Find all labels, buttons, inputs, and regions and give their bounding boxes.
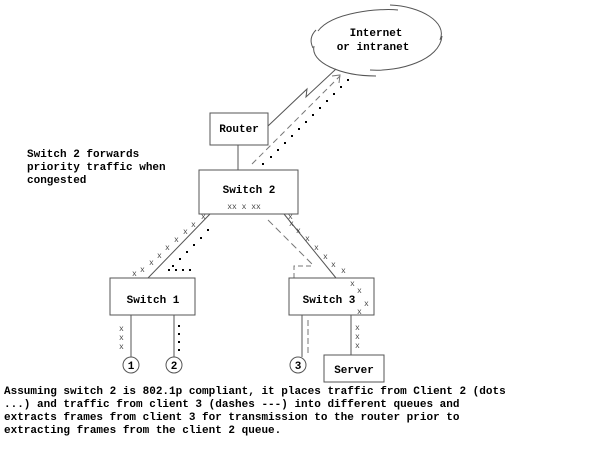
switch2-node (198, 169, 299, 215)
wan-link (267, 68, 337, 127)
svg-text:x: x (201, 213, 206, 222)
svg-text:x: x (132, 270, 137, 279)
server-traffic-marks-right: xxx xxx xx (288, 213, 346, 276)
svg-text:x: x (305, 235, 310, 244)
svg-text:x: x (323, 253, 328, 262)
server-traffic-marks-left: xxx xxx xxx (132, 213, 206, 279)
svg-text:x: x (183, 228, 188, 237)
client3-traffic-uplink (251, 75, 341, 165)
svg-text:x: x (140, 266, 145, 275)
svg-text:x: x (341, 267, 346, 276)
client3-label: 3 (295, 361, 302, 373)
caption: Assuming switch 2 is 802.1p compliant, i… (4, 386, 506, 437)
svg-text:x: x (296, 227, 301, 236)
router-node (209, 112, 269, 146)
switch3-node (288, 277, 375, 316)
client2-label: 2 (171, 361, 178, 373)
switch2-switch3-link (283, 213, 337, 279)
client3-node (289, 356, 307, 374)
client2-traffic-marks-down (178, 325, 180, 351)
svg-text:x: x (119, 343, 124, 352)
router-label: Router (219, 124, 259, 136)
svg-text:x: x (119, 334, 124, 343)
client1-label: 1 (128, 361, 135, 373)
cloud-label-line1: Internet (350, 28, 403, 40)
side-note: Switch 2 forwards priority traffic when … (27, 149, 166, 187)
server-traffic-marks-switch3: xxx x (350, 280, 369, 317)
svg-text:x: x (157, 252, 162, 261)
svg-text:x: x (355, 342, 360, 351)
client2-traffic-marks-left (168, 229, 209, 271)
svg-text:x: x (288, 213, 293, 222)
svg-text:x: x (191, 221, 196, 230)
switch2-label: Switch 2 (223, 185, 276, 197)
switch3-label: Switch 3 (303, 295, 356, 307)
svg-text:x: x (174, 236, 179, 245)
server-traffic-marks-client1: xxx (119, 325, 124, 352)
switch2-switch1-link (147, 213, 211, 279)
svg-text:x: x (119, 325, 124, 334)
svg-text:x: x (350, 280, 355, 289)
server-traffic-marks-server: xxx (355, 324, 360, 351)
server-node (323, 354, 385, 383)
svg-text:x: x (331, 261, 336, 270)
arrowhead-icon (331, 74, 341, 84)
svg-text:x: x (355, 333, 360, 342)
svg-text:x: x (149, 259, 154, 268)
client2-node (165, 356, 183, 374)
client3-traffic-bend (293, 265, 311, 278)
switch1-node (109, 277, 196, 316)
svg-text:x: x (357, 308, 362, 317)
server-label: Server (334, 365, 374, 377)
svg-text:x: x (355, 324, 360, 333)
svg-text:x: x (289, 220, 294, 229)
cloud-label-line2: or intranet (337, 42, 410, 54)
client2-traffic-uplink (262, 79, 349, 165)
internet-cloud (310, 4, 443, 77)
switch1-label: Switch 1 (127, 295, 180, 307)
client1-node (122, 356, 140, 374)
svg-text:x: x (314, 244, 319, 253)
svg-text:x: x (357, 287, 362, 296)
svg-text:x: x (364, 300, 369, 309)
switch2-queue-marks: xx x xx (227, 203, 261, 212)
svg-text:x: x (165, 244, 170, 253)
